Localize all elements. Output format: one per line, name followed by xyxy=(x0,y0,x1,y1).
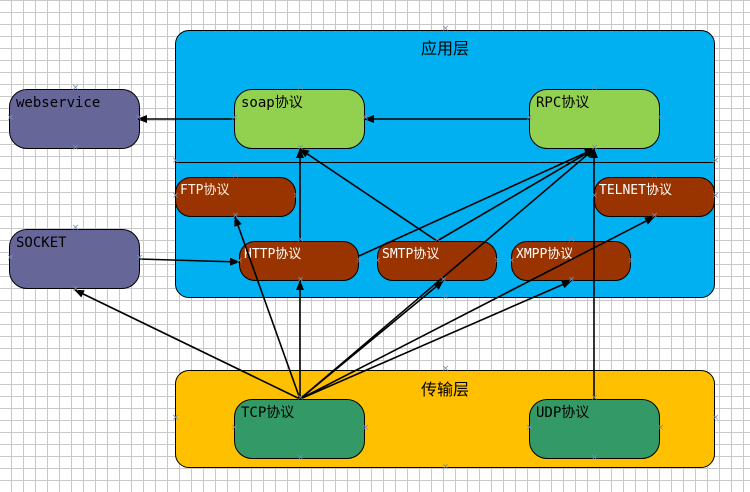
http-protocol-node[interactable]: HTTP协议 xyxy=(239,241,359,281)
transport-layer-title: 传输层 xyxy=(420,380,469,399)
rpc-protocol-node[interactable]: RPC协议 xyxy=(529,89,660,149)
udp-protocol-node[interactable]: UDP协议 xyxy=(529,399,660,459)
ftp-protocol-node[interactable]: FTP协议 xyxy=(175,177,296,217)
tcp-protocol-node[interactable]: TCP协议 xyxy=(234,399,365,459)
telnet-protocol-node[interactable]: TELNET协议 xyxy=(594,177,715,217)
application-layer-title: 应用层 xyxy=(420,39,469,58)
webservice-node[interactable]: webservice xyxy=(9,89,140,149)
soap-protocol-node[interactable]: soap协议 xyxy=(234,89,365,149)
smtp-protocol-node[interactable]: SMTP协议 xyxy=(377,241,497,281)
socket-node[interactable]: SOCKET xyxy=(9,229,140,289)
xmpp-protocol-node[interactable]: XMPP协议 xyxy=(511,241,631,281)
application-layer-divider xyxy=(175,162,715,163)
